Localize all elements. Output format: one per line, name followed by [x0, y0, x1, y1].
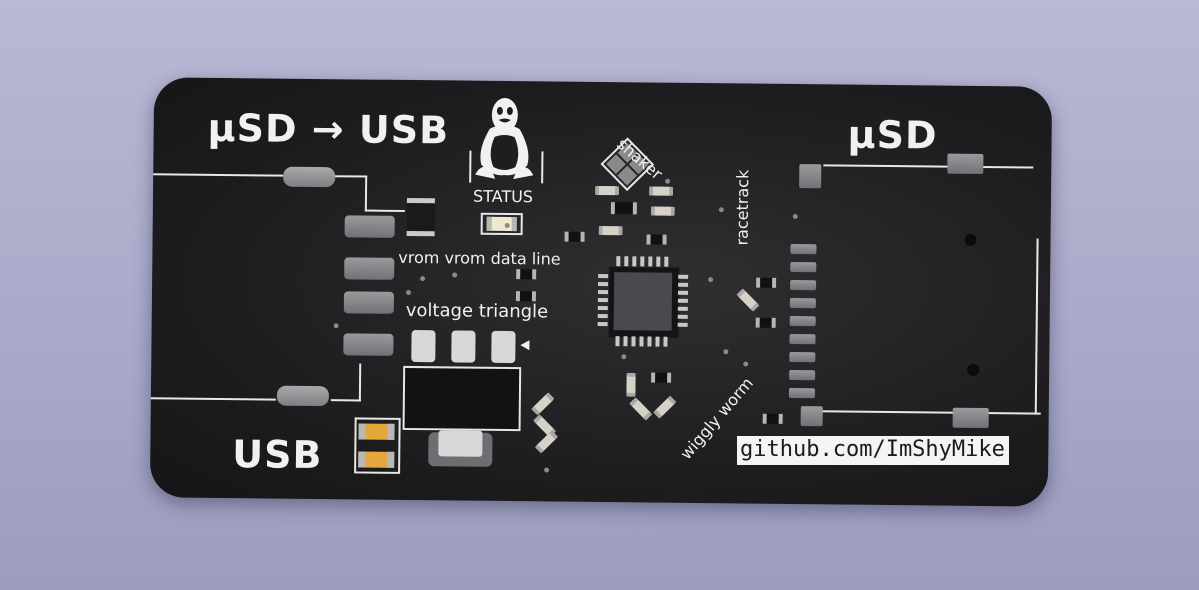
resistor	[564, 231, 585, 242]
microcontroller-chip	[597, 256, 689, 347]
via	[504, 222, 510, 229]
via	[665, 178, 671, 184]
via	[743, 361, 749, 367]
usd-mount-pad	[799, 164, 822, 189]
usd-mount-pad	[952, 407, 989, 429]
github-url-label: github.com/ImShyMike	[737, 436, 1009, 465]
via	[723, 349, 729, 355]
resistor	[736, 288, 760, 312]
shaker-grid-icon	[600, 137, 655, 192]
status-box-left	[469, 150, 472, 183]
usb-outline-rise	[358, 363, 362, 402]
usd-contact-row	[788, 243, 817, 404]
resistor	[516, 269, 537, 280]
triangle-marker-icon	[520, 340, 530, 351]
label-usd: μSD	[847, 112, 938, 158]
usb-outline-bottom-right	[330, 399, 361, 402]
usd-mount-pad	[800, 406, 823, 427]
pcb-board: μSD → USB USB μSD	[149, 77, 1053, 507]
tux-penguin-icon	[475, 97, 534, 180]
usb-outline-drop	[364, 175, 368, 212]
status-led	[486, 216, 517, 232]
usb-pad-4	[343, 333, 394, 356]
capacitor	[651, 372, 672, 383]
capacitor	[595, 185, 620, 196]
via	[718, 207, 724, 213]
usd-locating-hole	[964, 233, 977, 246]
capacitor	[531, 392, 555, 416]
label-status: STATUS	[472, 186, 534, 207]
via	[792, 214, 798, 220]
via	[621, 354, 627, 360]
capacitor	[649, 186, 674, 196]
label-racetrack: racetrack	[732, 169, 753, 246]
regulator-pin-1	[411, 330, 436, 363]
usd-mount-pad	[947, 153, 984, 174]
regulator-pin-3	[491, 330, 516, 364]
resistor	[756, 277, 777, 288]
via	[544, 467, 550, 473]
usb-esd-component	[406, 197, 435, 237]
resistor	[646, 234, 667, 245]
usb-pad-3	[343, 291, 394, 314]
usb-outline-to-part	[364, 209, 405, 212]
fuse-2	[358, 451, 395, 468]
crystal	[610, 202, 637, 215]
usb-outline-top-right	[333, 175, 368, 178]
regulator-pin-2	[451, 330, 476, 363]
via	[420, 276, 426, 282]
label-usb: USB	[232, 432, 323, 478]
resistor	[762, 413, 783, 424]
resistor	[515, 291, 537, 302]
via	[708, 277, 714, 283]
label-voltage-triangle: voltage triangle	[405, 299, 549, 323]
fuse-1	[358, 423, 395, 440]
usb-mount-pad-bottom	[276, 385, 329, 407]
capacitor	[534, 430, 559, 454]
status-box-right	[541, 151, 544, 184]
via	[405, 289, 412, 296]
usd-outline-top	[823, 164, 1034, 169]
label-vrom-data-line: vrom vrom data line	[398, 247, 561, 269]
usd-outline-right	[1034, 238, 1039, 415]
resistor	[650, 206, 675, 216]
via	[452, 272, 458, 278]
usd-locating-hole	[967, 363, 980, 376]
usb-pad-1	[344, 215, 395, 238]
capacitor	[626, 372, 636, 397]
regulator-tab	[438, 430, 483, 457]
resistor	[755, 317, 776, 328]
title-usd-to-usb: μSD → USB	[207, 105, 450, 153]
usb-pad-2	[344, 257, 395, 280]
usd-outline-bottom	[820, 410, 1041, 415]
resistor	[598, 225, 623, 236]
capacitor	[629, 397, 653, 421]
via	[333, 323, 339, 329]
usb-outline-bottom	[150, 397, 276, 401]
capacitor	[653, 395, 677, 419]
voltage-regulator	[402, 365, 522, 432]
usb-mount-pad-top	[283, 166, 336, 188]
usb-outline-top	[153, 173, 284, 177]
